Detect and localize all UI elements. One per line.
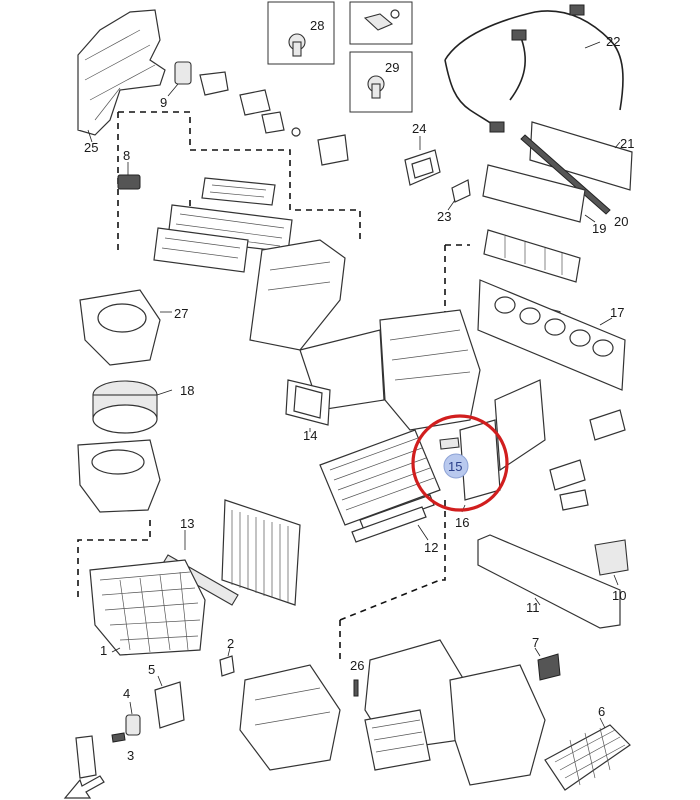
label-4: 4 bbox=[123, 686, 130, 701]
part-20-strip bbox=[520, 134, 611, 215]
label-1: 1 bbox=[100, 643, 107, 658]
part-26-screw bbox=[353, 679, 359, 697]
label-16: 16 bbox=[455, 515, 469, 530]
part-17-outlet-panel bbox=[477, 279, 626, 391]
part-18-blower-motor bbox=[92, 380, 173, 434]
blower-lower-housing bbox=[77, 439, 161, 513]
label-20: 20 bbox=[614, 214, 628, 229]
part-3-screw bbox=[111, 732, 126, 743]
label-19: 19 bbox=[592, 221, 606, 236]
label-23: 23 bbox=[437, 209, 451, 224]
label-2: 2 bbox=[227, 636, 234, 651]
label-6: 6 bbox=[598, 704, 605, 719]
linkage-shaft bbox=[199, 71, 349, 166]
part-23-clip bbox=[447, 179, 471, 211]
damper-door-bottom bbox=[153, 227, 249, 273]
part-22-wiring-harness bbox=[444, 4, 624, 133]
label-9: 9 bbox=[160, 95, 167, 110]
label-3: 3 bbox=[127, 748, 134, 763]
small-seal-ring bbox=[75, 735, 97, 779]
label-28: 28 bbox=[310, 18, 324, 33]
flap-door-row bbox=[483, 229, 581, 283]
part-27-blower-housing bbox=[79, 289, 172, 366]
part-10-actuator bbox=[594, 539, 629, 586]
part-6-grille bbox=[544, 717, 631, 791]
lower-duct-left bbox=[239, 664, 341, 771]
label-22: 22 bbox=[606, 34, 620, 49]
part-29-box bbox=[349, 51, 413, 113]
part-2-clip bbox=[219, 647, 235, 677]
label-25: 25 bbox=[84, 140, 98, 155]
label-27: 27 bbox=[174, 306, 188, 321]
part-5-cover bbox=[154, 675, 185, 729]
label-18: 18 bbox=[180, 383, 194, 398]
highlight-ring bbox=[411, 414, 509, 512]
label-14: 14 bbox=[303, 428, 317, 443]
part-8-connector bbox=[117, 162, 141, 190]
part-7-connector bbox=[534, 647, 561, 681]
label-26: 26 bbox=[350, 658, 364, 673]
label-10: 10 bbox=[612, 588, 626, 603]
part-16-bracket bbox=[459, 379, 546, 513]
part-15-screw bbox=[439, 437, 460, 450]
label-29: 29 bbox=[385, 60, 399, 75]
part-4-sensor bbox=[125, 701, 141, 736]
lower-duct-center bbox=[364, 639, 471, 771]
part-11-long-bracket bbox=[477, 534, 621, 629]
part-25-bracket bbox=[77, 9, 166, 143]
right-side-fittings bbox=[549, 409, 626, 511]
label-8: 8 bbox=[123, 148, 130, 163]
part-9-actuator bbox=[167, 61, 192, 97]
label-7: 7 bbox=[532, 635, 539, 650]
part-clip-box bbox=[349, 1, 413, 45]
cabin-filter bbox=[221, 499, 301, 606]
damper-door-upper bbox=[201, 177, 276, 206]
part-1-evaporator-housing bbox=[89, 559, 206, 656]
part-28-box bbox=[267, 1, 335, 65]
direction-arrow-icon bbox=[63, 775, 105, 799]
label-12: 12 bbox=[424, 540, 438, 555]
hvac-housing bbox=[249, 239, 481, 431]
part-number-labels: 25 9 8 28 29 24 22 21 23 19 20 27 17 18 … bbox=[84, 18, 634, 763]
part-24-seal bbox=[404, 136, 441, 186]
label-21: 21 bbox=[620, 136, 634, 151]
label-13: 13 bbox=[180, 516, 194, 531]
label-5: 5 bbox=[148, 662, 155, 677]
label-24: 24 bbox=[412, 121, 426, 136]
part-14-gasket bbox=[285, 379, 331, 432]
label-15-highlighted: 15 bbox=[448, 459, 462, 474]
part-12-heater-core bbox=[319, 429, 441, 543]
label-17: 17 bbox=[610, 305, 624, 320]
lower-duct-right bbox=[449, 664, 546, 786]
label-11: 11 bbox=[526, 600, 540, 615]
